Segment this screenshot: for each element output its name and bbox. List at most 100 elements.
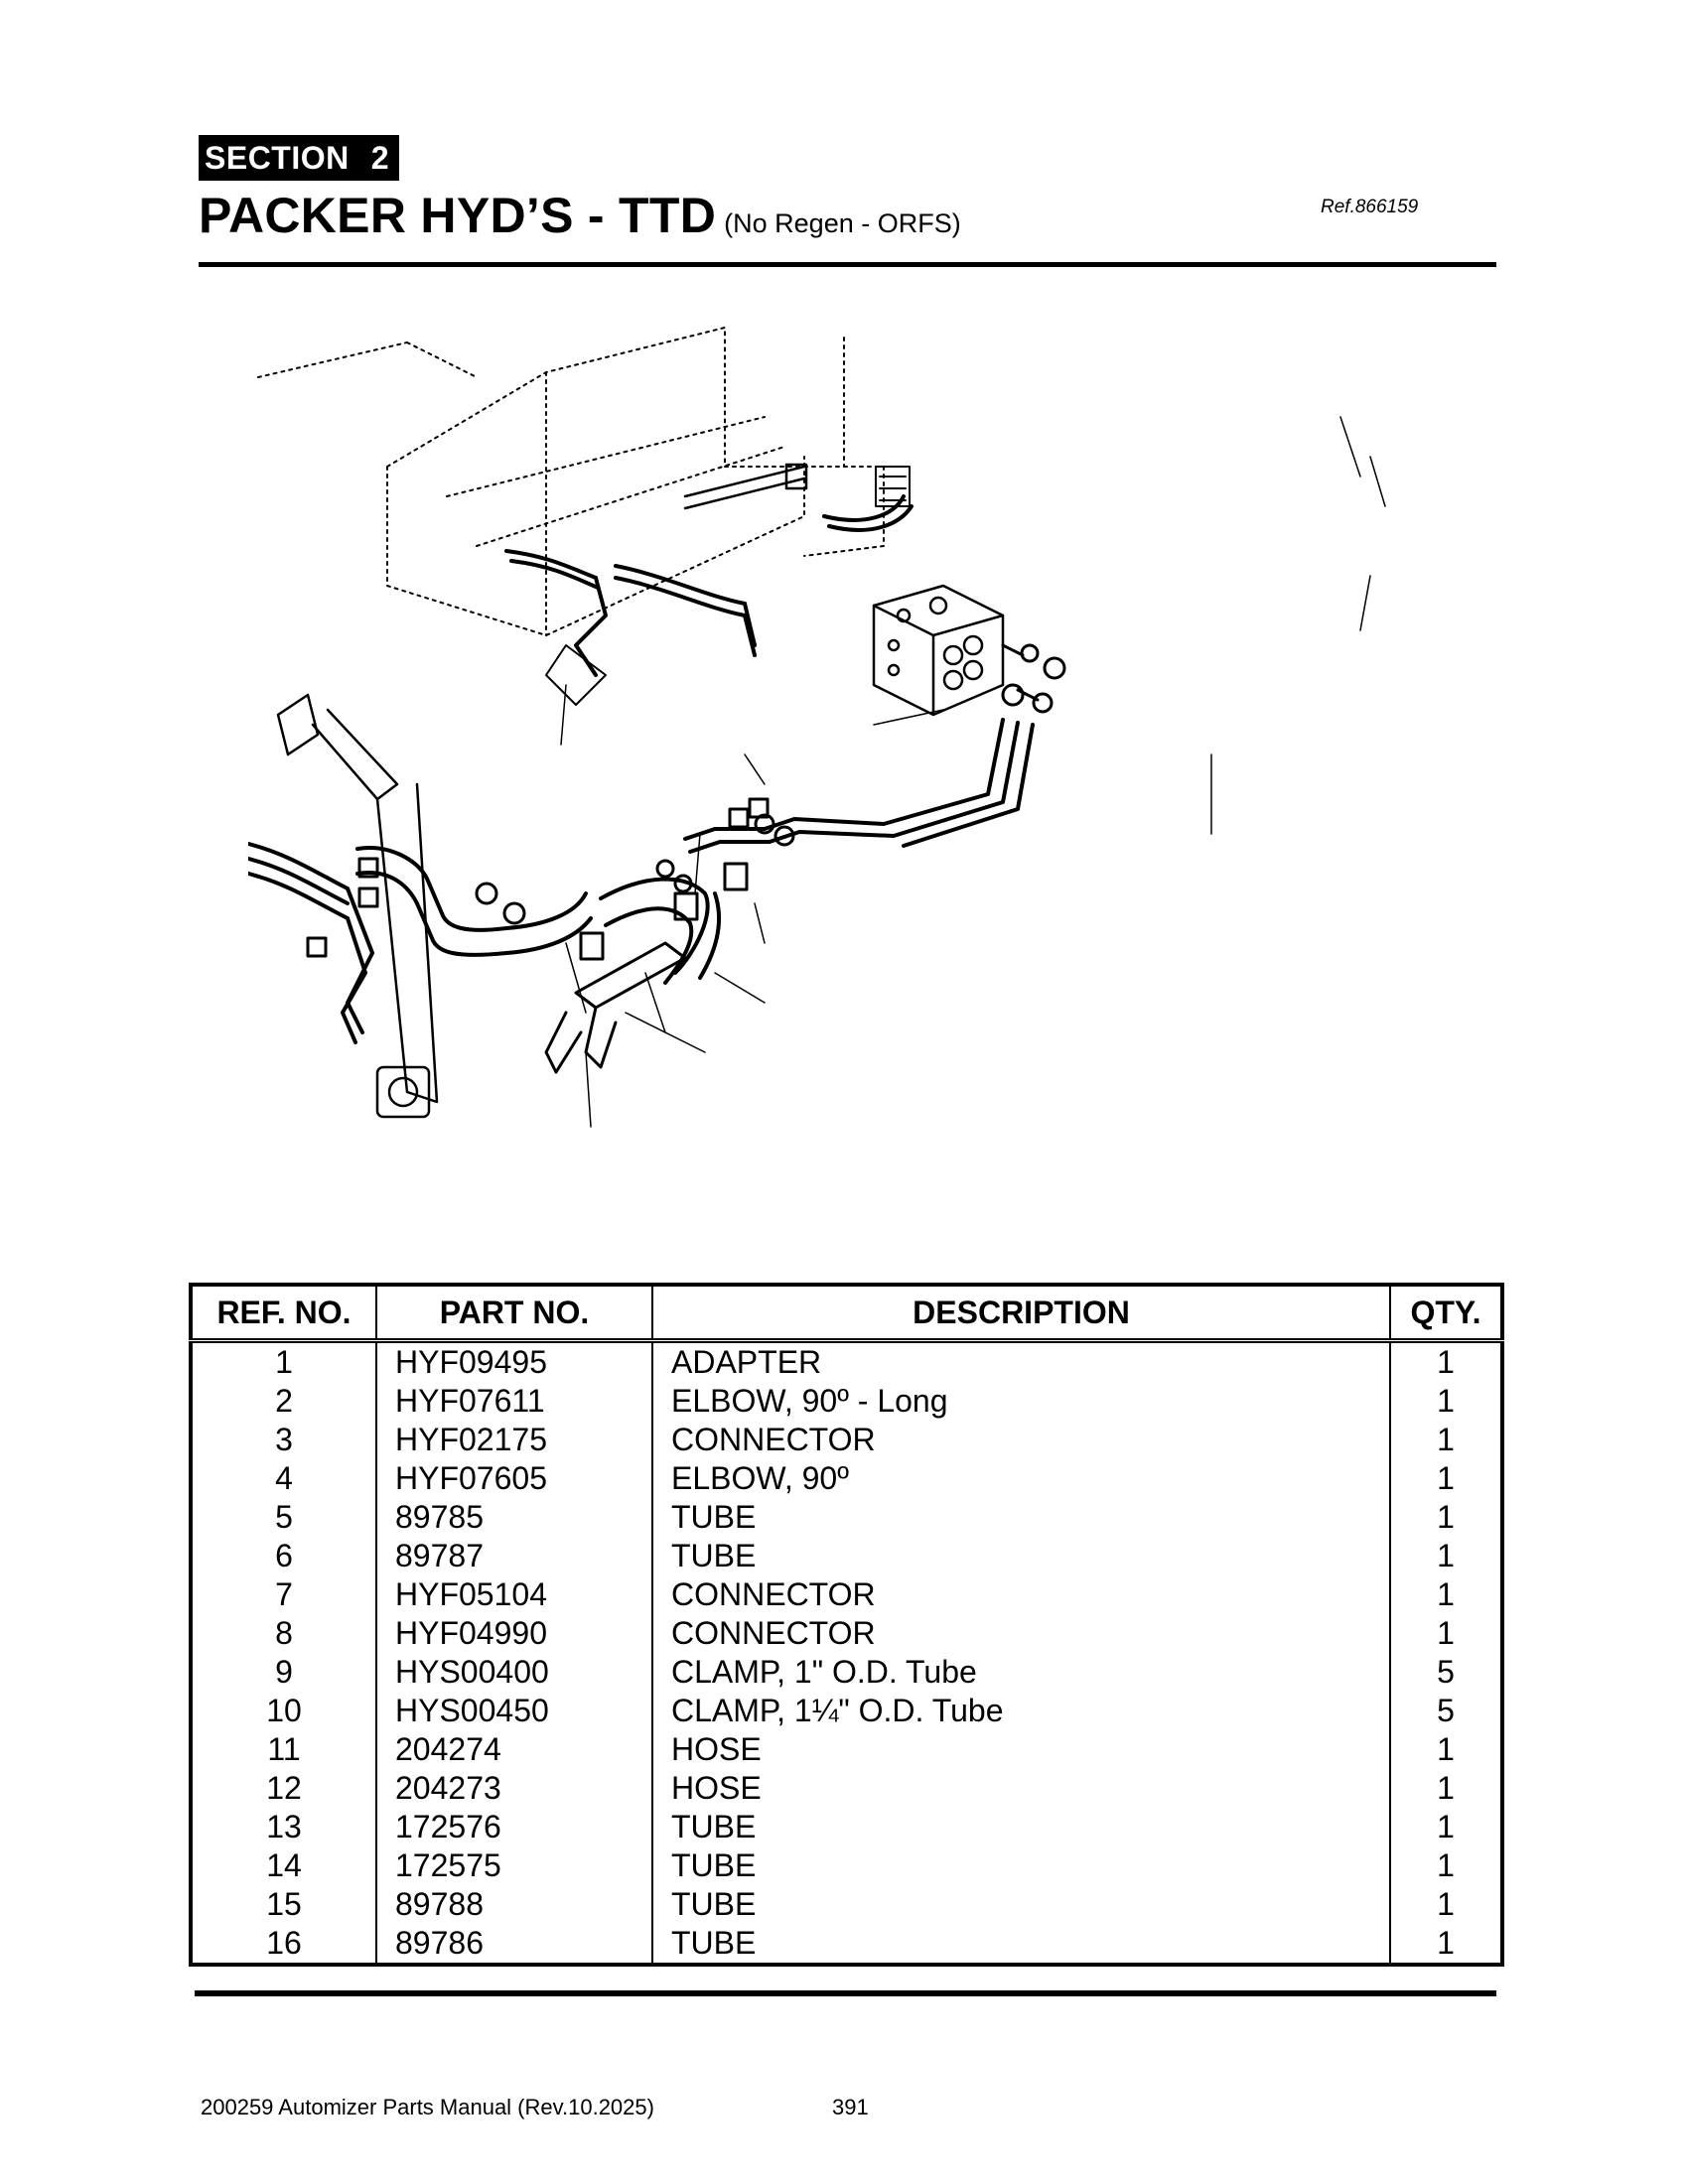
part-cell: HYS00400 bbox=[375, 1653, 652, 1692]
page-number: 391 bbox=[832, 2095, 869, 2119]
qty-cell: 1 bbox=[1389, 1459, 1502, 1498]
hydraulic-assembly-diagram bbox=[248, 327, 1386, 1128]
ref-cell: 6 bbox=[275, 1538, 293, 1573]
control-valve bbox=[872, 584, 1005, 717]
fittings bbox=[306, 797, 795, 958]
ref-cell: 15 bbox=[266, 1886, 302, 1922]
frame-tubes bbox=[504, 494, 914, 677]
header-qty: QTY. bbox=[1389, 1285, 1502, 1343]
qty-cell: 1 bbox=[1389, 1614, 1502, 1653]
ref-cell: 14 bbox=[266, 1847, 302, 1883]
ref-cell: 4 bbox=[275, 1460, 293, 1496]
description-cell: HOSE bbox=[651, 1730, 1390, 1769]
qty-cell: 5 bbox=[1389, 1653, 1502, 1692]
qty-cell: 1 bbox=[1389, 1382, 1502, 1421]
part-cell: HYF05104 bbox=[375, 1575, 652, 1614]
long-tubes bbox=[683, 718, 1035, 854]
parts-table-header: REF. NO. PART NO. DESCRIPTION QTY. bbox=[191, 1285, 1502, 1343]
body-frame-outline bbox=[257, 327, 885, 636]
part-cell: 204274 bbox=[375, 1730, 652, 1769]
bracket bbox=[545, 644, 607, 706]
leader-lines bbox=[560, 416, 1386, 1128]
part-cell: 89785 bbox=[375, 1498, 652, 1537]
footer-rule bbox=[195, 1990, 1496, 1996]
center-tubes bbox=[355, 846, 722, 985]
lower-manifold bbox=[544, 862, 749, 1074]
qty-cell: 1 bbox=[1389, 1498, 1502, 1537]
description-cell: CLAMP, 1" O.D. Tube bbox=[651, 1653, 1390, 1692]
ref-cell: 3 bbox=[275, 1422, 293, 1457]
part-cell: 89787 bbox=[375, 1537, 652, 1575]
header-ref-no: REF. NO. bbox=[191, 1285, 376, 1343]
description-cell: HOSE bbox=[651, 1769, 1390, 1808]
description-cell: CONNECTOR bbox=[651, 1575, 1390, 1614]
ref-cell: 5 bbox=[275, 1499, 293, 1535]
cross-beam bbox=[683, 463, 808, 510]
qty-cell: 1 bbox=[1389, 1730, 1502, 1769]
description-cell: TUBE bbox=[651, 1808, 1390, 1846]
ref-cell: 11 bbox=[267, 1731, 301, 1767]
frame-valve bbox=[875, 466, 911, 507]
part-cell: 172575 bbox=[375, 1846, 652, 1885]
part-cell: HYF07611 bbox=[375, 1382, 652, 1421]
section-number: 2 bbox=[370, 140, 390, 176]
part-cell: HYS00450 bbox=[375, 1692, 652, 1730]
ref-cell: 9 bbox=[275, 1654, 293, 1690]
description-cell: CLAMP, 1¼" O.D. Tube bbox=[651, 1692, 1390, 1730]
description-cell: CONNECTOR bbox=[651, 1421, 1390, 1459]
page-title-main: PACKER HYD’S - TTD bbox=[199, 188, 717, 243]
qty-cell: 1 bbox=[1389, 1537, 1502, 1575]
ref-cell: 10 bbox=[266, 1693, 302, 1728]
qty-cell: 1 bbox=[1389, 1575, 1502, 1614]
footer-manual-title: 200259 Automizer Parts Manual (Rev.10.20… bbox=[201, 2095, 654, 2119]
description-cell: TUBE bbox=[651, 1498, 1390, 1537]
ref-cell: 13 bbox=[266, 1809, 302, 1844]
header-description: DESCRIPTION bbox=[651, 1285, 1390, 1343]
header-part-no: PART NO. bbox=[375, 1285, 652, 1343]
qty-cell: 1 bbox=[1389, 1846, 1502, 1885]
part-cell: 204273 bbox=[375, 1769, 652, 1808]
part-cell: HYF09495 bbox=[375, 1340, 652, 1382]
page-subtitle: (No Regen - ORFS) bbox=[724, 208, 961, 238]
header-rule bbox=[199, 262, 1496, 267]
description-cell: CONNECTOR bbox=[651, 1614, 1390, 1653]
qty-cell: 1 bbox=[1389, 1421, 1502, 1459]
ref-cell: 7 bbox=[275, 1576, 293, 1612]
qty-cell: 1 bbox=[1389, 1885, 1502, 1924]
qty-cell: 1 bbox=[1389, 1769, 1502, 1808]
ref-cell: 16 bbox=[266, 1925, 302, 1961]
page-title: PACKER HYD’S - TTD(No Regen - ORFS) bbox=[199, 187, 961, 244]
ref-cell: 8 bbox=[275, 1615, 293, 1651]
part-cell: HYF07605 bbox=[375, 1459, 652, 1498]
left-hoses bbox=[248, 842, 374, 1044]
part-cell: 89786 bbox=[375, 1924, 652, 1965]
ref-cell: 2 bbox=[275, 1383, 293, 1419]
description-cell: TUBE bbox=[651, 1537, 1390, 1575]
description-cell: ELBOW, 90º - Long bbox=[651, 1382, 1390, 1421]
description-cell: ELBOW, 90º bbox=[651, 1459, 1390, 1498]
part-cell: HYF02175 bbox=[375, 1421, 652, 1459]
qty-cell: 1 bbox=[1389, 1340, 1502, 1382]
qty-cell: 5 bbox=[1389, 1692, 1502, 1730]
description-cell: TUBE bbox=[651, 1924, 1390, 1965]
description-cell: ADAPTER bbox=[651, 1340, 1390, 1382]
hydraulic-cylinder bbox=[276, 693, 439, 1119]
